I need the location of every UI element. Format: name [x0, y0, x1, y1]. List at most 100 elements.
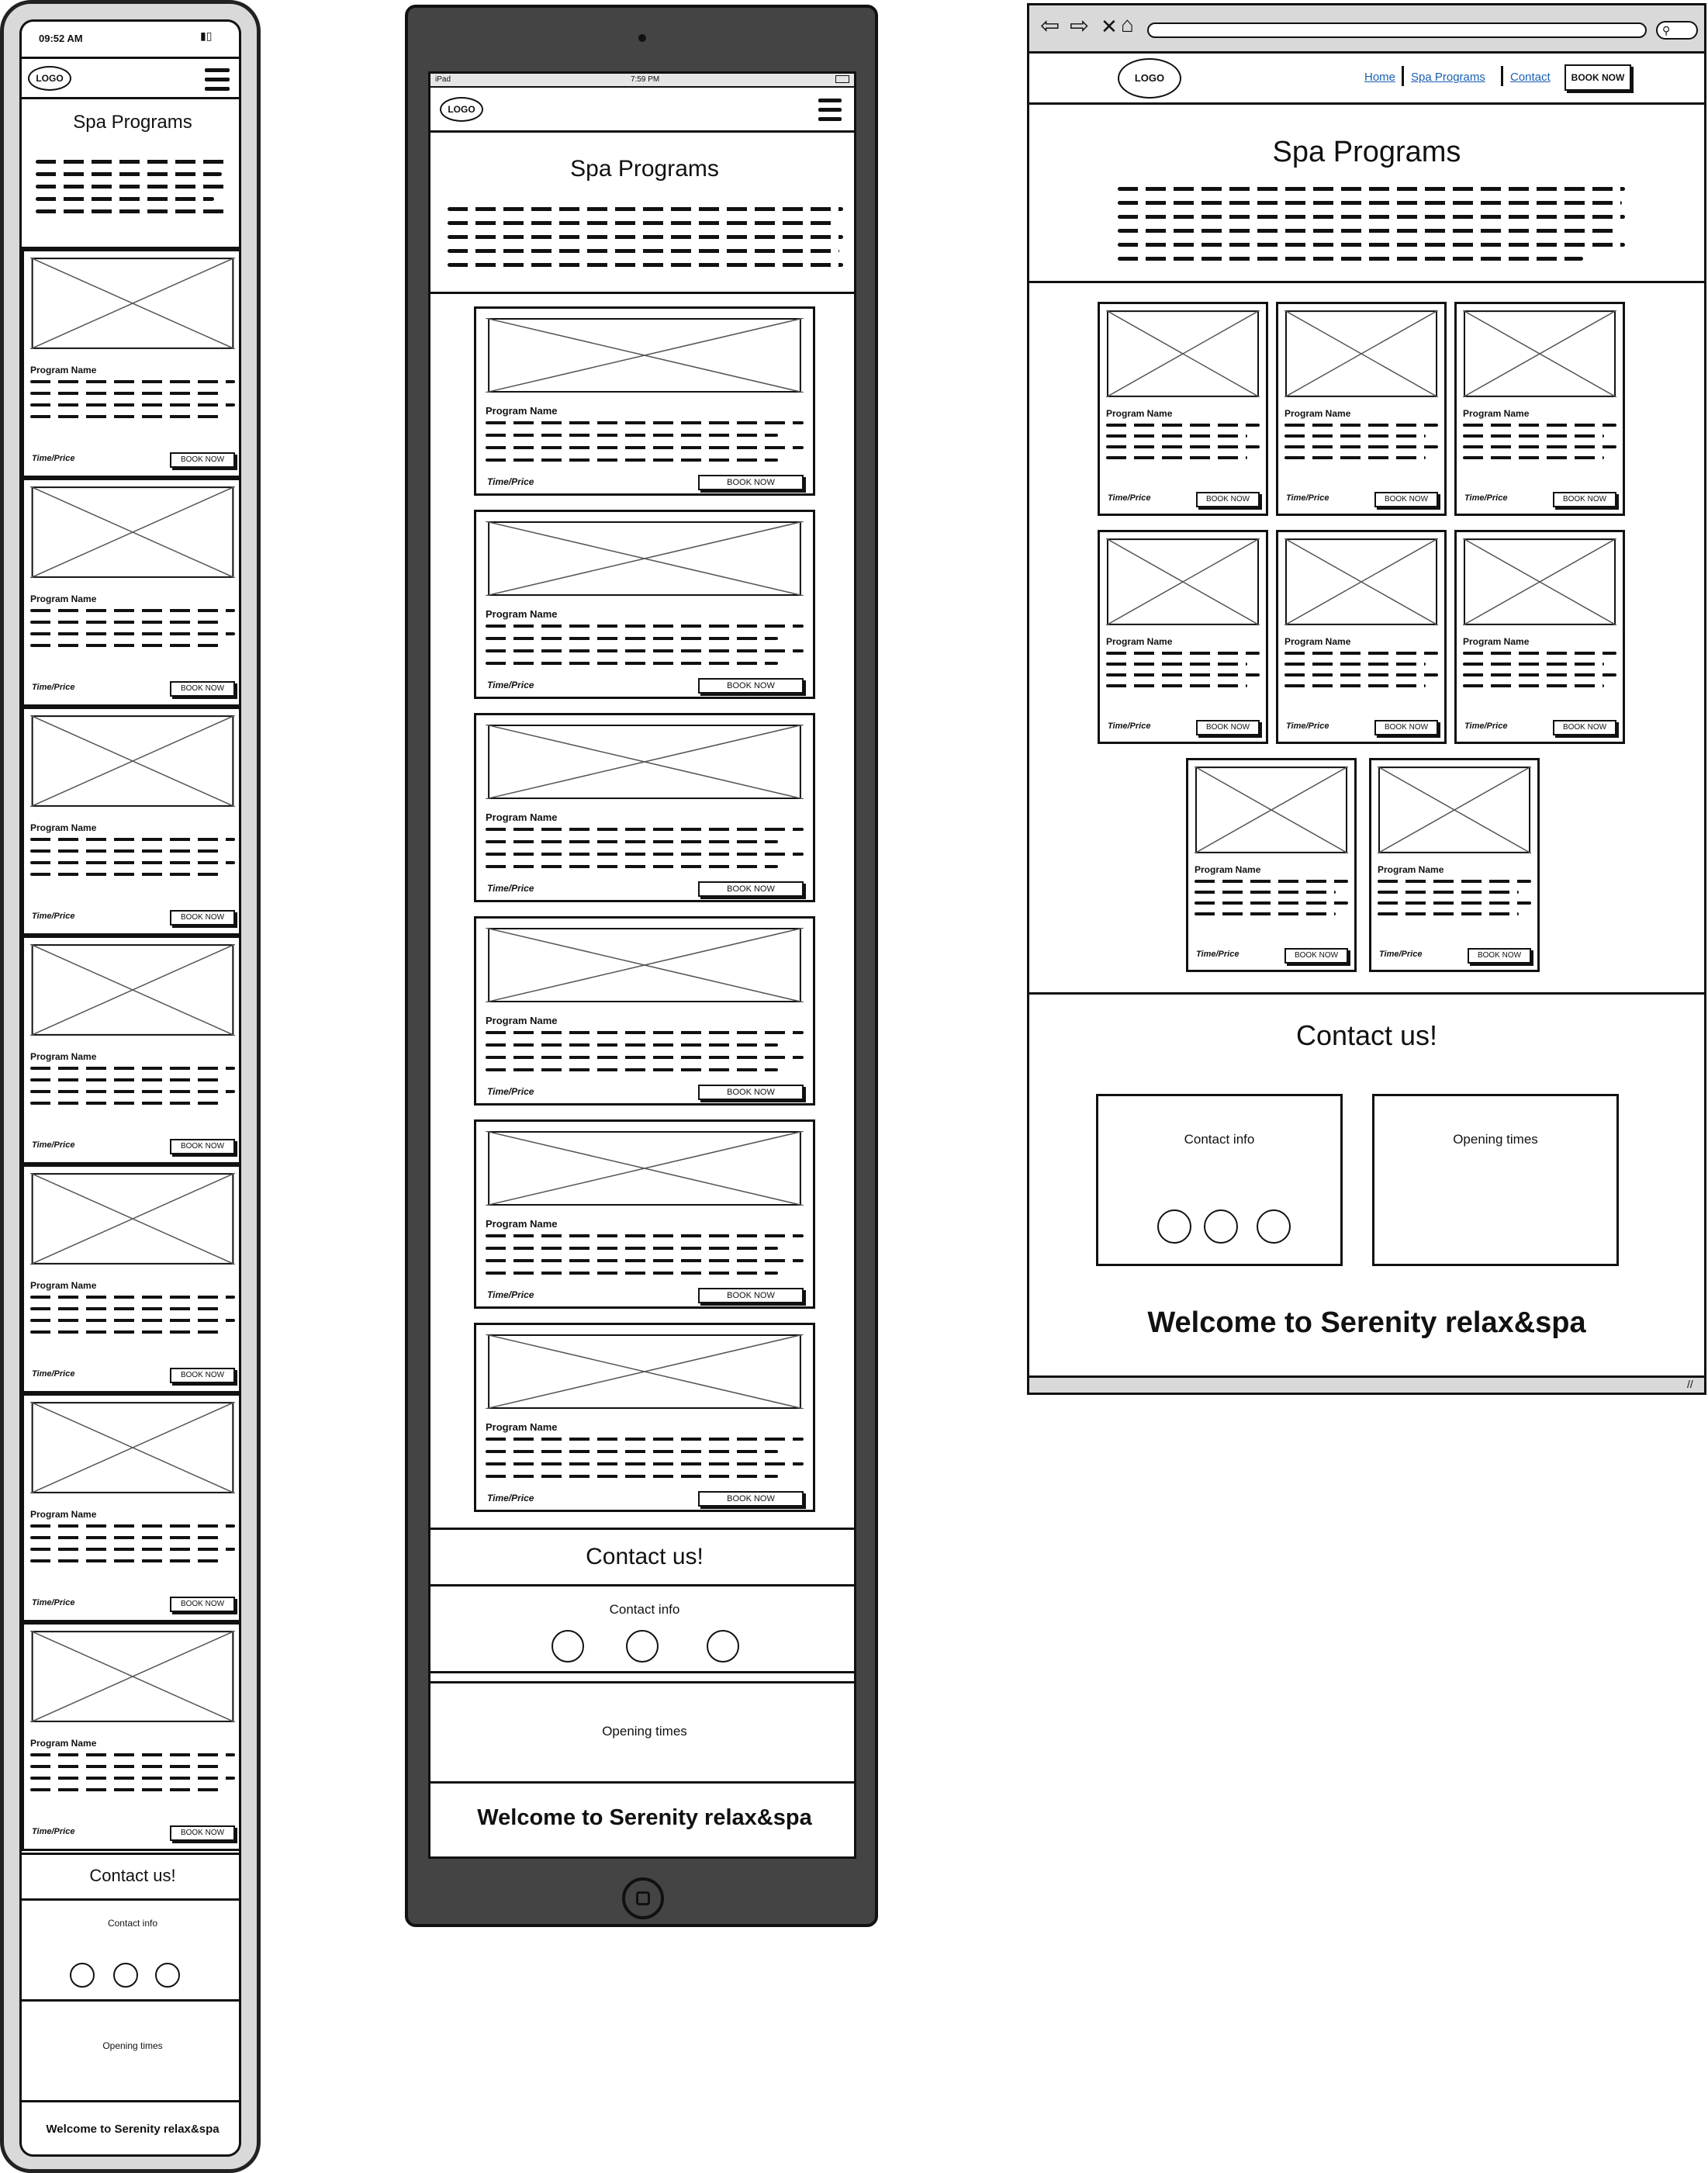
social-icon[interactable]	[155, 1963, 180, 1988]
desktop-hero: Spa Programs	[1029, 105, 1704, 283]
book-now-button[interactable]: BOOK NOW	[170, 452, 235, 468]
social-icon[interactable]	[1257, 1209, 1291, 1244]
program-name: Program Name	[30, 1738, 97, 1749]
program-time-price: Time/Price	[32, 1369, 75, 1379]
search-icon[interactable]: ⚲	[1656, 21, 1698, 40]
hamburger-menu-icon[interactable]	[818, 99, 842, 126]
book-now-button[interactable]: BOOK NOW	[698, 1288, 804, 1303]
book-now-button[interactable]: BOOK NOW	[1553, 492, 1616, 507]
image-placeholder-icon	[30, 1173, 235, 1265]
program-name: Program Name	[1195, 864, 1261, 875]
book-now-button[interactable]: BOOK NOW	[698, 475, 804, 490]
book-now-button[interactable]: BOOK NOW	[1196, 720, 1260, 735]
nav-link-home[interactable]: Home	[1364, 71, 1396, 84]
program-name: Program Name	[1284, 408, 1351, 419]
image-placeholder-icon	[1463, 310, 1616, 397]
book-now-button[interactable]: BOOK NOW	[1468, 948, 1531, 964]
book-now-button[interactable]: BOOK NOW	[170, 1597, 235, 1612]
resize-grip-icon[interactable]: //	[1687, 1378, 1693, 1390]
program-time-price: Time/Price	[1464, 721, 1508, 731]
nav-book-now-button[interactable]: BOOK NOW	[1565, 64, 1631, 91]
program-name: Program Name	[486, 608, 558, 620]
tablet-footer-welcome: Welcome to Serenity relax&spa	[477, 1805, 812, 1830]
tablet-status-time: 7:59 PM	[631, 75, 660, 84]
tablet-footer: Welcome to Serenity relax&spa	[430, 1784, 854, 1856]
home-icon[interactable]: ⌂	[1121, 12, 1134, 36]
program-name: Program Name	[30, 593, 97, 604]
book-now-button[interactable]: BOOK NOW	[1374, 492, 1438, 507]
social-icon[interactable]	[707, 1630, 739, 1663]
book-now-button[interactable]: BOOK NOW	[1284, 948, 1348, 964]
book-now-button[interactable]: BOOK NOW	[170, 1825, 235, 1841]
tablet-contact-info: Contact info	[430, 1586, 854, 1673]
book-now-button[interactable]: BOOK NOW	[698, 678, 804, 694]
image-placeholder-icon	[1106, 310, 1260, 397]
close-icon[interactable]: ✕	[1101, 15, 1118, 38]
image-placeholder-icon	[1195, 766, 1348, 853]
program-name: Program Name	[486, 405, 558, 417]
tablet-header: LOGO	[430, 88, 854, 133]
image-placeholder-icon	[486, 521, 804, 596]
social-icon[interactable]	[1157, 1209, 1191, 1244]
mobile-logo[interactable]: LOGO	[28, 66, 71, 91]
desktop-opening-times-card: Opening times	[1372, 1094, 1619, 1266]
mobile-status-bar: 09:52 AM ▮▯	[22, 22, 239, 59]
program-name: Program Name	[30, 1280, 97, 1291]
mobile-hero-title: Spa Programs	[73, 112, 192, 133]
mobile-footer: Welcome to Serenity relax&spa	[22, 2102, 239, 2154]
desktop-contact-section: Contact us! Contact info Opening times W…	[1029, 992, 1704, 1380]
book-now-button[interactable]: BOOK NOW	[698, 881, 804, 897]
book-now-button[interactable]: BOOK NOW	[698, 1085, 804, 1100]
social-icon[interactable]	[1204, 1209, 1238, 1244]
social-icon[interactable]	[70, 1963, 95, 1988]
forward-arrow-icon[interactable]: ⇨	[1070, 13, 1090, 39]
social-icon[interactable]	[626, 1630, 659, 1663]
book-now-button[interactable]: BOOK NOW	[170, 1139, 235, 1154]
program-time-price: Time/Price	[32, 1140, 75, 1150]
program-time-price: Time/Price	[1286, 721, 1329, 731]
mobile-header: LOGO	[22, 59, 239, 99]
book-now-button[interactable]: BOOK NOW	[1196, 492, 1260, 507]
tablet-contact-info-label: Contact info	[609, 1602, 680, 1617]
back-arrow-icon[interactable]: ⇦	[1040, 13, 1060, 39]
book-now-button[interactable]: BOOK NOW	[170, 1368, 235, 1383]
program-time-price: Time/Price	[32, 454, 75, 463]
social-icon[interactable]	[113, 1963, 138, 1988]
desktop-logo[interactable]: LOGO	[1118, 58, 1181, 99]
image-placeholder-icon	[486, 1334, 804, 1409]
program-name: Program Name	[30, 1509, 97, 1520]
tablet-logo[interactable]: LOGO	[440, 97, 483, 122]
image-placeholder-icon	[486, 1131, 804, 1206]
hamburger-menu-icon[interactable]	[205, 68, 230, 96]
program-time-price: Time/Price	[32, 683, 75, 692]
mobile-contact-title: Contact us!	[89, 1866, 176, 1885]
home-button-icon[interactable]	[622, 1877, 664, 1919]
book-now-button[interactable]: BOOK NOW	[1374, 720, 1438, 735]
image-placeholder-icon	[486, 318, 804, 393]
desktop-hero-title: Spa Programs	[1272, 136, 1461, 168]
program-name: Program Name	[30, 365, 97, 375]
tablet-contact-title: Contact us!	[586, 1544, 704, 1569]
book-now-button[interactable]: BOOK NOW	[698, 1491, 804, 1507]
program-name: Program Name	[486, 1421, 558, 1433]
address-bar[interactable]	[1147, 22, 1647, 38]
program-time-price: Time/Price	[487, 1493, 534, 1503]
book-now-button[interactable]: BOOK NOW	[170, 910, 235, 926]
social-icon[interactable]	[551, 1630, 584, 1663]
program-name: Program Name	[1106, 636, 1173, 647]
nav-link-contact[interactable]: Contact	[1510, 71, 1551, 84]
book-now-button[interactable]: BOOK NOW	[170, 681, 235, 697]
book-now-button[interactable]: BOOK NOW	[1553, 720, 1616, 735]
nav-link-spa-programs[interactable]: Spa Programs	[1411, 71, 1485, 84]
program-name: Program Name	[30, 1051, 97, 1062]
